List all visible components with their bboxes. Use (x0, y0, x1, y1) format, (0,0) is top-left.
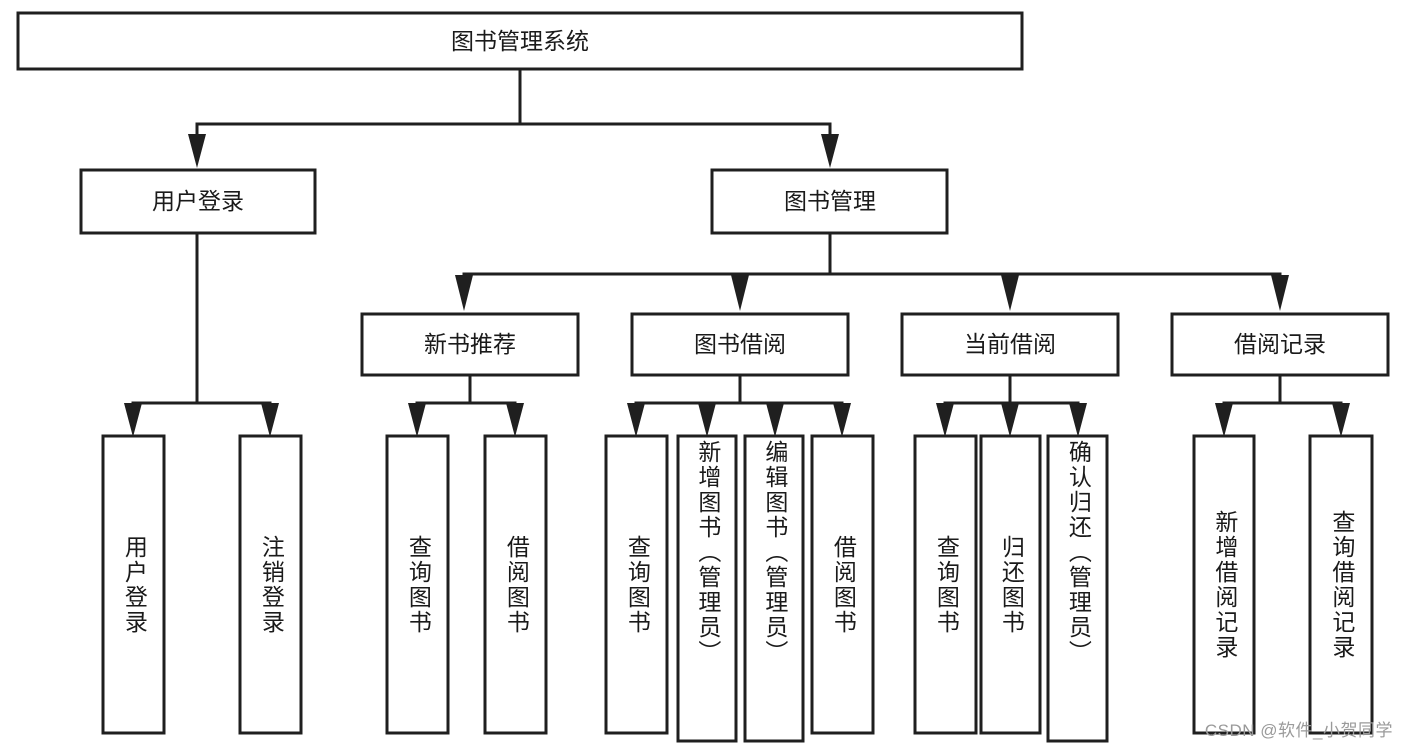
arrow-head-icon-leaf-return-book (1001, 403, 1019, 437)
arrow-head-icon-leaf-confirm-return (1069, 403, 1087, 437)
arrow-head-icon-book-borrow (731, 275, 749, 311)
arrow-head-icon-leaf-query-book-2 (627, 403, 645, 437)
node-user-login-rect[interactable] (79, 168, 317, 235)
node-user-login[interactable]: 用户登录 (79, 168, 317, 235)
node-leaf-confirm-return-rect[interactable] (1046, 434, 1109, 743)
node-root-label: 图书管理系统 (451, 28, 589, 54)
watermark-text: CSDN @软件_小贺同学 (1204, 721, 1393, 740)
node-book-borrow-label: 图书借阅 (694, 331, 786, 357)
node-leaf-return-book-rect[interactable] (979, 434, 1042, 735)
node-leaf-query-record-rect[interactable] (1308, 434, 1374, 735)
node-book-manage[interactable]: 图书管理 (710, 168, 949, 235)
connector-group-current-borrow (936, 373, 1087, 437)
node-leaf-query-book-3-rect[interactable] (913, 434, 978, 735)
node-book-borrow[interactable]: 图书借阅 (630, 312, 850, 377)
node-book-manage-rect[interactable] (710, 168, 949, 235)
connector-group-new-book-recommend (408, 373, 524, 437)
arrow-head-icon-leaf-user-login (124, 403, 142, 437)
node-leaf-borrow-book-2-rect[interactable] (810, 434, 875, 735)
node-current-borrow[interactable]: 当前借阅 (900, 312, 1120, 377)
node-root[interactable]: 图书管理系统 (16, 11, 1024, 71)
node-leaf-query-book-1-rect[interactable] (385, 434, 450, 735)
node-leaf-query-book-2-rect[interactable] (604, 434, 669, 735)
node-leaf-user-login-rect[interactable] (101, 434, 166, 735)
arrow-head-icon-book-manage (821, 134, 839, 168)
arrow-head-icon-leaf-add-record (1215, 403, 1233, 437)
node-leaf-add-book-rect[interactable] (676, 434, 738, 743)
node-leaf-edit-book-rect[interactable] (743, 434, 805, 743)
arrow-head-icon-leaf-add-book (698, 403, 716, 437)
node-borrow-record-rect[interactable] (1170, 312, 1390, 377)
arrow-head-icon-leaf-edit-book (766, 403, 784, 437)
node-current-borrow-label: 当前借阅 (964, 331, 1056, 357)
node-root-rect[interactable] (16, 11, 1024, 71)
arrow-head-icon-leaf-query-book-1 (408, 403, 426, 437)
connector-group-book-borrow (627, 373, 851, 437)
node-new-book-recommend-rect[interactable] (360, 312, 580, 377)
node-new-book-recommend[interactable]: 新书推荐 (360, 312, 580, 377)
node-new-book-recommend-label: 新书推荐 (424, 331, 516, 357)
arrow-head-icon-leaf-logout-login (261, 403, 279, 437)
node-book-manage-label: 图书管理 (784, 188, 876, 214)
node-borrow-record-label: 借阅记录 (1234, 331, 1326, 357)
node-leaf-add-record-rect[interactable] (1192, 434, 1256, 735)
arrow-head-icon-leaf-borrow-book-2 (833, 403, 851, 437)
node-leaf-logout-login-rect[interactable] (238, 434, 303, 735)
node-book-borrow-rect[interactable] (630, 312, 850, 377)
arrow-head-icon-new-book-recommend (455, 275, 473, 311)
connector-group-root (188, 67, 839, 168)
connector-group-book-manage (455, 231, 1289, 311)
arrow-head-icon-current-borrow (1001, 275, 1019, 311)
connector-group-borrow-record (1215, 373, 1350, 437)
arrow-head-icon-user-login (188, 134, 206, 168)
arrow-head-icon-leaf-query-book-3 (936, 403, 954, 437)
connector-group-user-login (124, 231, 279, 437)
arrow-head-icon-borrow-record (1271, 275, 1289, 311)
node-borrow-record[interactable]: 借阅记录 (1170, 312, 1390, 377)
node-user-login-label: 用户登录 (152, 188, 244, 214)
arrow-head-icon-leaf-borrow-book-1 (506, 403, 524, 437)
node-leaf-borrow-book-1-rect[interactable] (483, 434, 548, 735)
node-current-borrow-rect[interactable] (900, 312, 1120, 377)
arrow-head-icon-leaf-query-record (1332, 403, 1350, 437)
